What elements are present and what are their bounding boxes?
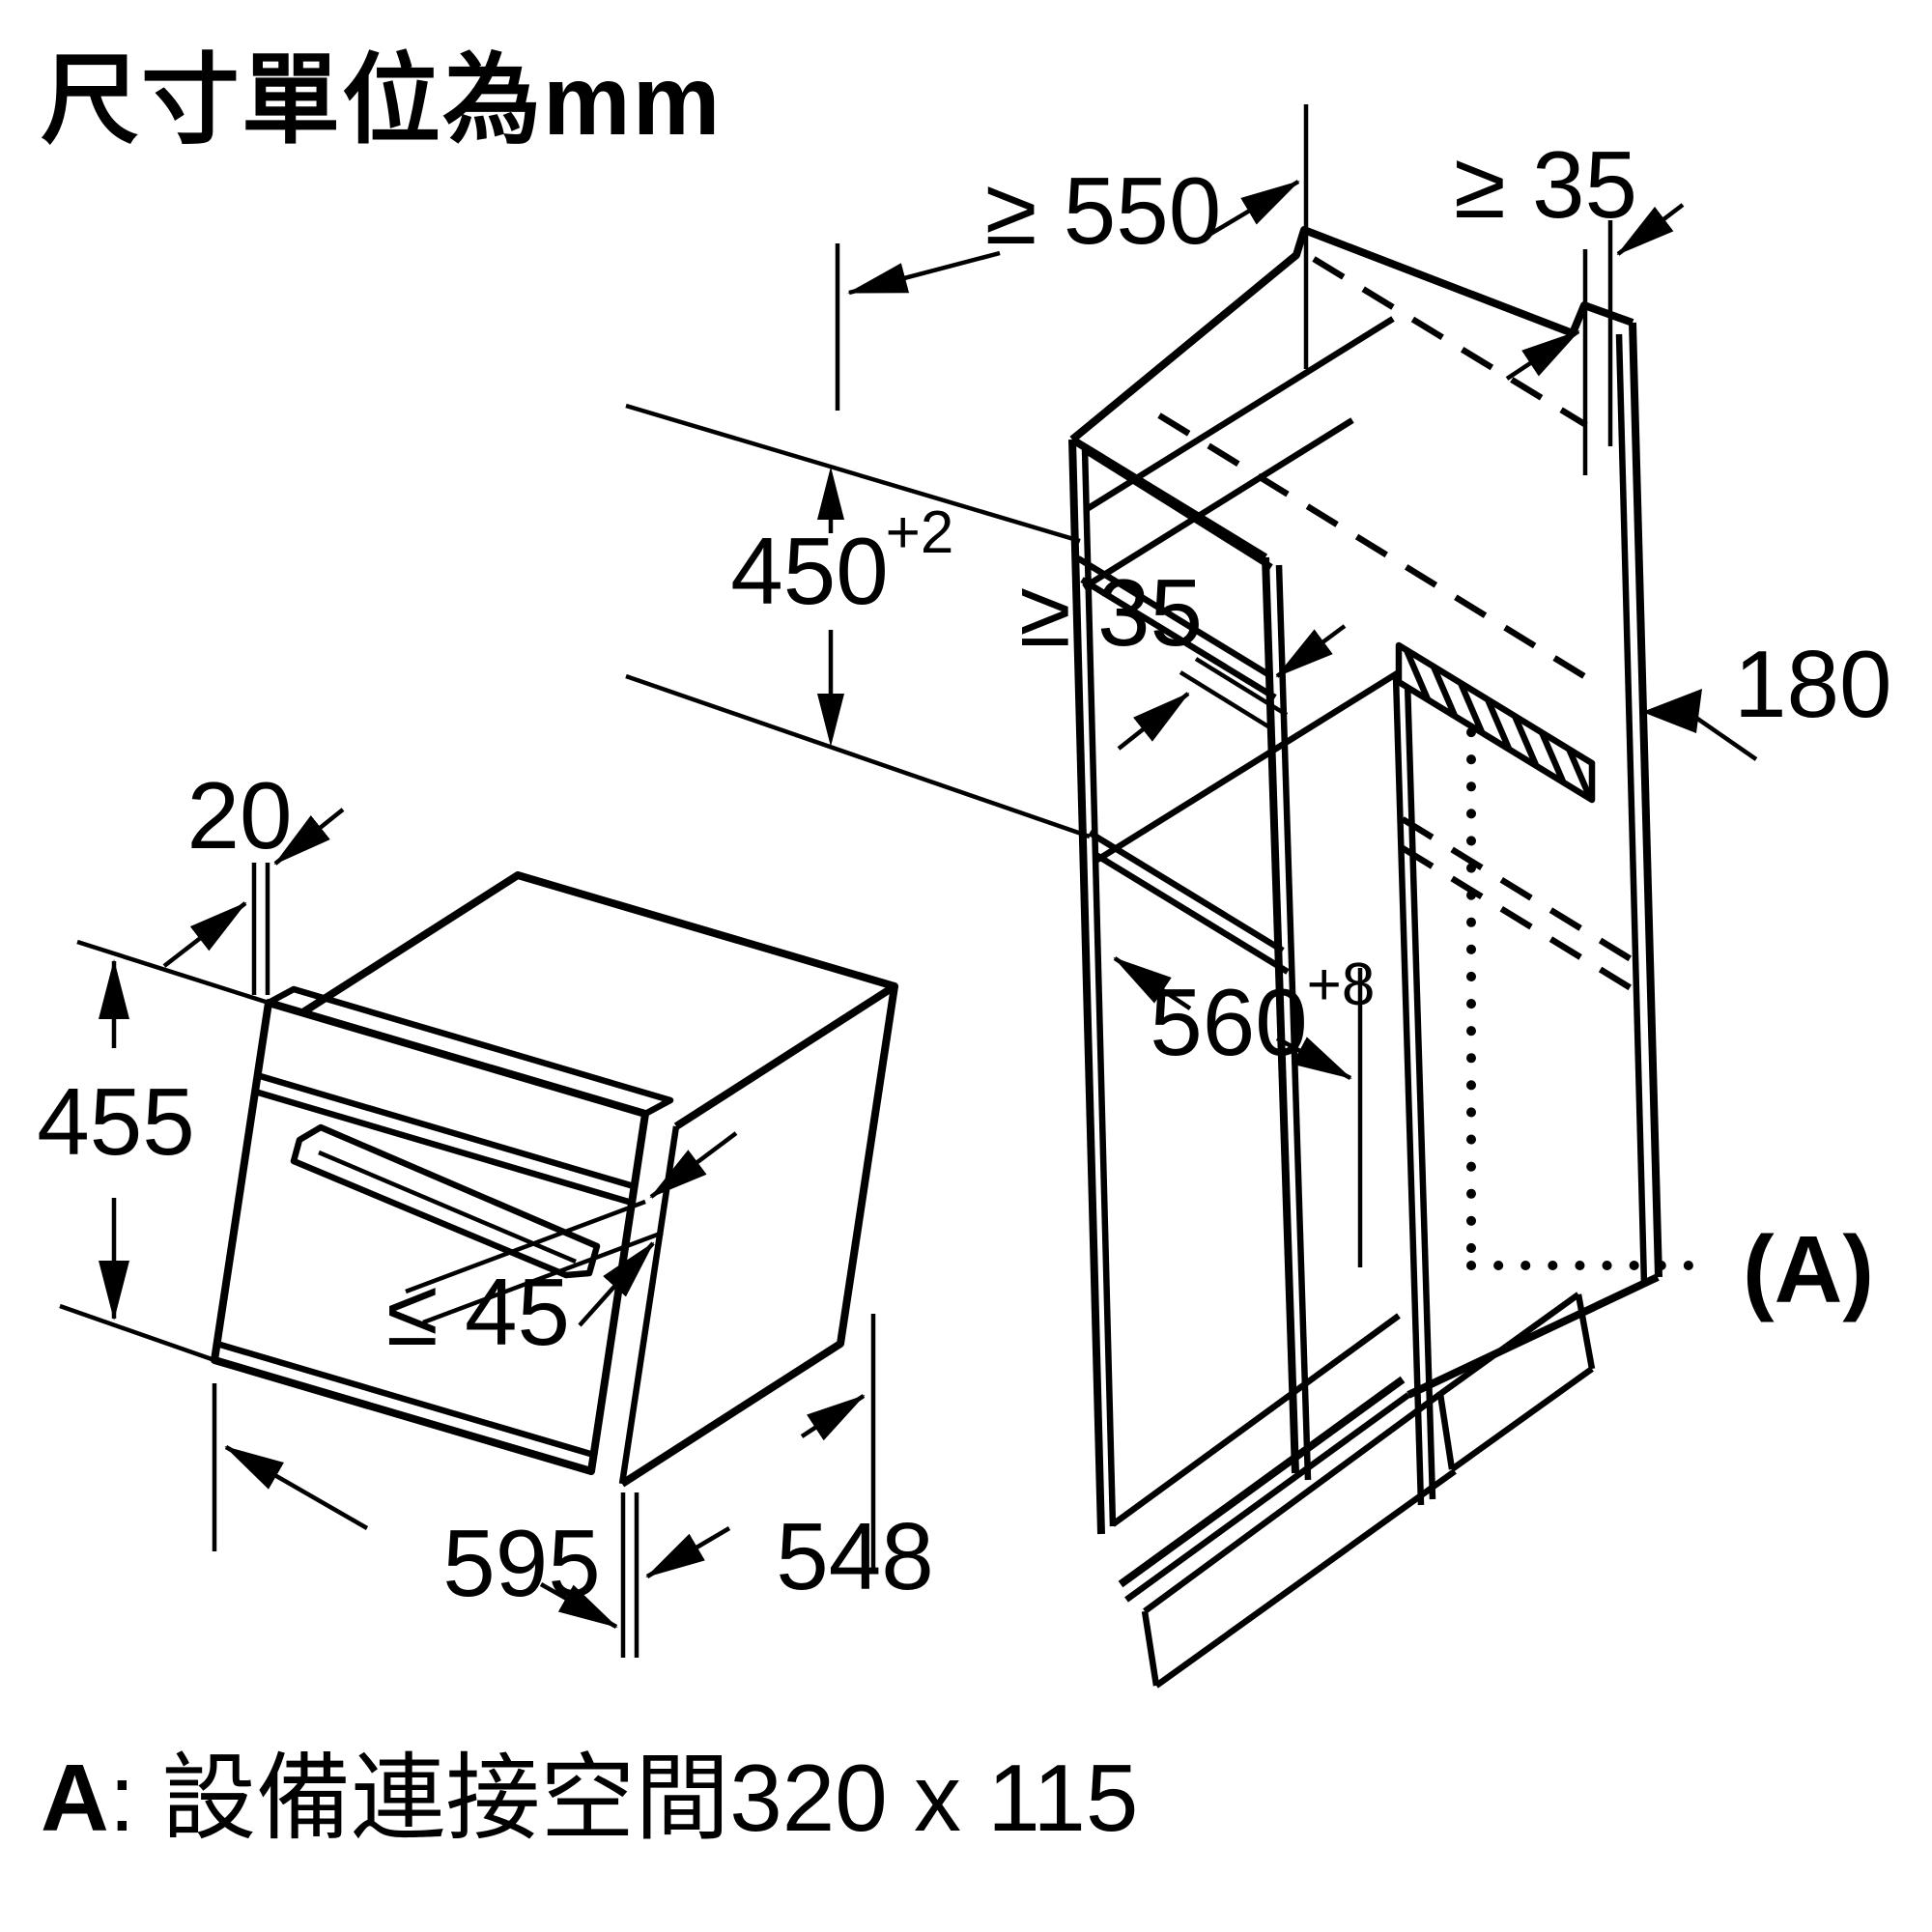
niche-bottom-shelf-edge bbox=[1088, 830, 1285, 953]
shelf-top-surface-edge bbox=[1082, 417, 1354, 590]
dim-label-oven-depth: 548 bbox=[776, 1503, 934, 1609]
niche-top-shelf-edge2 bbox=[1080, 577, 1277, 700]
dimension-oven-width: 595 bbox=[212, 1383, 639, 1658]
dim-label-vent-height: 180 bbox=[1734, 631, 1892, 737]
oven-front-top-strip bbox=[267, 985, 674, 1117]
page-title: 尺寸單位為mm bbox=[41, 45, 723, 156]
dimension-oven-depth: 548 bbox=[645, 1314, 934, 1609]
oven-body-side-face bbox=[619, 985, 898, 1488]
note-text: : 設備連接空間320 x 115 bbox=[108, 1745, 1139, 1851]
dim-label-door-protrusion: ≤ 45 bbox=[386, 1259, 570, 1365]
dim-label-shelf-back-gap: ≥ 35 bbox=[1019, 559, 1203, 666]
cabinet-opening-right-edge bbox=[1262, 556, 1299, 1474]
niche-bottom-shelf-edge2 bbox=[1093, 851, 1290, 975]
cabinet-drawing bbox=[1068, 226, 1703, 1689]
cabinet-floor-edge bbox=[1111, 1313, 1401, 1527]
oven-body-top-face bbox=[298, 871, 898, 1130]
oven-drawing bbox=[211, 871, 898, 1488]
door-top-edge bbox=[254, 1088, 633, 1207]
connection-space-note: A: 設備連接空間320 x 115 bbox=[41, 1721, 1138, 1859]
cabinet-opening-right-edge-inner bbox=[1275, 564, 1312, 1481]
interior-corner-edge bbox=[1392, 675, 1425, 1506]
control-panel-bottom-edge bbox=[256, 1071, 635, 1190]
dimension-door-protrusion: ≤ 45 bbox=[386, 1131, 738, 1365]
cabinet-side-bottom-edge bbox=[1406, 1273, 1660, 1399]
dimension-oven-height: 455 bbox=[37, 939, 270, 1363]
cabinet-bottom-edge2 bbox=[1124, 1392, 1410, 1603]
cabinet-plinth bbox=[1141, 1292, 1596, 1689]
cabinet-right-outer-edge bbox=[1629, 322, 1662, 1278]
vent-hatch-strip bbox=[1395, 641, 1596, 804]
cabinet-bottom-edge bbox=[1118, 1376, 1406, 1588]
dimension-frame-overhang: 20 bbox=[162, 762, 345, 995]
dim-label-niche-height: 450 bbox=[730, 518, 889, 624]
cabinet-front-top-edge-inner bbox=[1083, 447, 1273, 570]
dotted-connection-line bbox=[1466, 727, 1703, 1270]
cabinet-right-inner-edge bbox=[1615, 333, 1648, 1286]
hidden-edges-dashed bbox=[1157, 256, 1634, 992]
door-bottom-inner-edge bbox=[219, 1341, 598, 1460]
dim-label-connection-ref: (A) bbox=[1743, 1216, 1874, 1322]
cabinet-top-contour bbox=[1069, 226, 1634, 443]
niche-top-shelf-edge bbox=[1076, 555, 1273, 679]
dim-label-oven-height: 455 bbox=[37, 1068, 195, 1175]
dimension-shelf-back-gap: ≥ 35 bbox=[1019, 559, 1347, 751]
note-prefix: A bbox=[41, 1745, 109, 1851]
cabinet-left-outer-edge bbox=[1068, 439, 1105, 1535]
interior-ceiling-edge bbox=[1085, 316, 1395, 512]
dimension-niche-height: 450 +2 bbox=[625, 403, 1091, 839]
dimension-niche-width: 560 +8 bbox=[1113, 952, 1376, 1267]
dim-label-niche-width: 560 bbox=[1150, 969, 1308, 1075]
dimension-vent-height: 180 bbox=[1642, 631, 1892, 761]
dimension-cabinet-depth: ≥ 550 bbox=[835, 104, 1309, 411]
dim-label-frame-overhang: 20 bbox=[186, 762, 292, 868]
dim-label-niche-height-tolerance: +2 bbox=[886, 499, 954, 566]
dim-label-cabinet-depth: ≥ 550 bbox=[985, 157, 1222, 264]
dim-label-oven-width: 595 bbox=[442, 1510, 601, 1616]
oven-front-face bbox=[211, 999, 649, 1475]
dimension-wall-gap-top: ≥ 35 bbox=[1454, 131, 1685, 475]
niche-floor-edge bbox=[1095, 669, 1401, 863]
dim-label-wall-gap-top: ≥ 35 bbox=[1454, 131, 1637, 238]
cabinet-left-inner-edge bbox=[1081, 447, 1117, 1527]
dim-label-niche-width-tolerance: +8 bbox=[1307, 952, 1376, 1018]
interior-corner-edge2 bbox=[1404, 681, 1436, 1500]
